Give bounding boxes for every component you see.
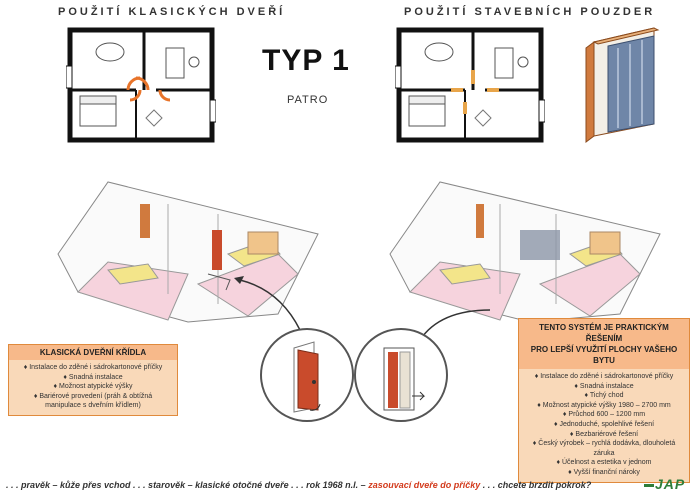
pocket-doors-info-box: TENTO SYSTÉM JE PRAKTICKÝM ŘEŠENÍM PRO L… bbox=[518, 318, 690, 483]
pocket-feature-item: ♦ Tichý chod bbox=[584, 392, 624, 400]
pocket-feature-item: ♦ Možnost atypické výšky 1980 – 2700 mm bbox=[537, 401, 671, 409]
pocket-doors-box-title: TENTO SYSTÉM JE PRAKTICKÝM ŘEŠENÍM PRO L… bbox=[519, 319, 689, 369]
pocket-door-frame-illustration bbox=[585, 27, 660, 143]
jap-logo: JAP bbox=[644, 476, 685, 492]
footer-highlight: zasouvací dveře do příčky bbox=[368, 480, 481, 490]
footer-tagline: . . . pravěk – kůže přes vchod . . . sta… bbox=[6, 480, 591, 490]
pocket-box-title-line2: PRO LEPŠÍ VYUŽITÍ PLOCHY VAŠEHO BYTU bbox=[530, 345, 678, 365]
heading-pocket-doors: POUŽITÍ STAVEBNÍCH POUZDER bbox=[404, 6, 656, 18]
pocket-feature-item: ♦ Účelnost a estetika v jednom bbox=[556, 459, 652, 467]
detail-circle-pocket-door bbox=[354, 328, 448, 422]
footer-text-part1: . . . pravěk – kůže přes vchod . . . sta… bbox=[6, 480, 366, 490]
classic-feature-item: ♦ Bariérové provedení (práh & obtížná ma… bbox=[33, 392, 153, 410]
isometric-room-pocket bbox=[389, 181, 661, 323]
logo-text: JAP bbox=[655, 476, 686, 492]
pocket-feature-item: ♦ Průchod 600 – 1200 mm bbox=[562, 411, 646, 419]
classic-doors-box-title: KLASICKÁ DVEŘNÍ KŘÍDLA bbox=[9, 345, 177, 360]
detail-circle-hinged-door bbox=[260, 328, 354, 422]
classic-feature-item: ♦ Možnost atypické výšky bbox=[53, 383, 133, 391]
heading-classic-doors: POUŽITÍ KLASICKÝCH DVEŘÍ bbox=[58, 6, 286, 18]
floor-plan-classic bbox=[66, 27, 216, 143]
footer-text-part2: . . . chcete brzdit pokrok? bbox=[482, 480, 592, 490]
subtitle: PATRO bbox=[287, 94, 329, 106]
pocket-feature-item: ♦ Český výrobek – rychlá dodávka, dlouho… bbox=[532, 440, 676, 457]
classic-doors-feature-list: ♦ Instalace do zděné i sádrokartonové př… bbox=[9, 360, 177, 415]
classic-feature-item: ♦ Instalace do zděné i sádrokartonové př… bbox=[23, 364, 163, 371]
pocket-feature-item: ♦ Bezbariérové řešení bbox=[569, 430, 639, 438]
pocket-feature-item: ♦ Vyšší finanční nároky bbox=[568, 468, 640, 476]
logo-stripe-icon bbox=[644, 483, 654, 487]
classic-doors-info-box: KLASICKÁ DVEŘNÍ KŘÍDLA ♦ Instalace do zd… bbox=[8, 344, 178, 416]
isometric-room-classic bbox=[57, 181, 319, 323]
classic-feature-item: ♦ Snadná instalace bbox=[63, 373, 123, 381]
pocket-box-title-line1: TENTO SYSTÉM JE PRAKTICKÝM ŘEŠENÍM bbox=[539, 323, 669, 343]
pocket-feature-item: ♦ Snadná instalace bbox=[574, 382, 634, 390]
floor-plan-pocket bbox=[395, 27, 545, 143]
pocket-feature-item: ♦ Instalace do zděné i sádrokartonové př… bbox=[534, 373, 674, 380]
pocket-feature-item: ♦ Jednoduché, spolehlivé řešení bbox=[553, 420, 655, 428]
page-title: TYP 1 bbox=[262, 44, 350, 77]
pocket-doors-feature-list: ♦ Instalace do zděné i sádrokartonové př… bbox=[519, 369, 689, 482]
